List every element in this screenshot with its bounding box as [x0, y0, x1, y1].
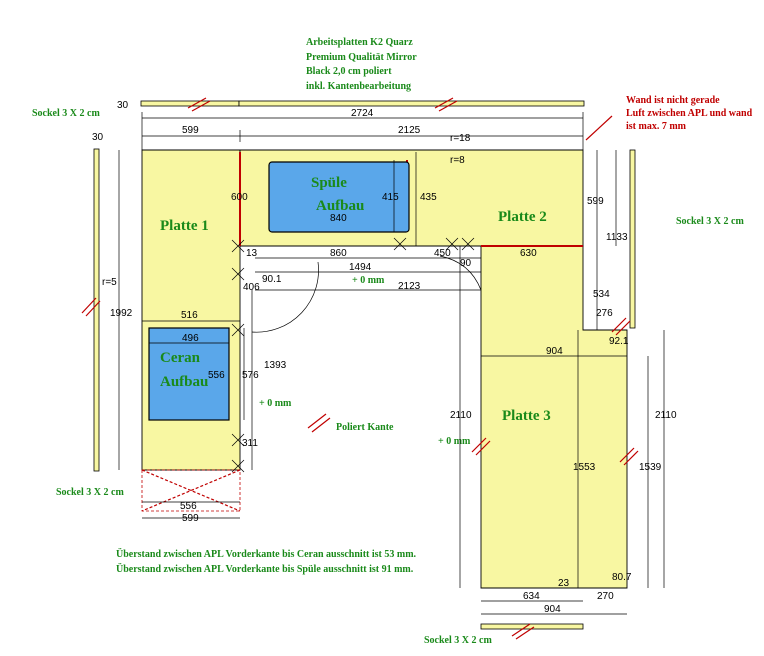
dim-1133: 1133 — [606, 232, 628, 243]
wall-note-line-3: ist max. 7 mm — [626, 121, 687, 132]
hob-label-2: Aufbau — [160, 374, 208, 390]
dim-904-bottom: 904 — [544, 604, 561, 615]
dim-80-7: 80.7 — [612, 572, 632, 583]
plus-zero-note-2: + 0 mm — [352, 275, 385, 286]
plate-2-label: Platte 2 — [498, 209, 547, 225]
sockel-label-top-left: Sockel 3 X 2 cm — [32, 108, 100, 119]
dim-435: 435 — [420, 192, 437, 203]
header-line-2: Premium Qualität Mirror — [306, 52, 417, 63]
wall-note-line-1: Wand ist nicht gerade — [626, 95, 720, 106]
dim-1494: 1494 — [349, 262, 372, 273]
dim-599-top: 599 — [182, 125, 199, 136]
plate-1-label: Platte 1 — [160, 218, 209, 234]
dim-556-horizontal: 556 — [180, 501, 197, 512]
radius-18: r=18 — [450, 133, 471, 144]
radius-5: r=5 — [102, 277, 117, 288]
overhang-note-1: Überstand zwischen APL Vorderkante bis C… — [116, 547, 417, 560]
polished-edge-markers — [81, 97, 639, 640]
dim-406: 406 — [243, 282, 260, 293]
sockel-label-bottom: Sockel 3 X 2 cm — [424, 635, 492, 646]
sockel-label-right: Sockel 3 X 2 cm — [676, 216, 744, 227]
dim-2123: 2123 — [398, 281, 421, 292]
sockel-strip-right — [629, 149, 636, 329]
dim-534: 534 — [593, 289, 610, 300]
dim-556-vertical: 556 — [208, 370, 225, 381]
dim-30-left: 30 — [92, 132, 104, 143]
dim-496: 496 — [182, 333, 199, 344]
dim-630: 630 — [520, 248, 537, 259]
overhang-note-2: Überstand zwischen APL Vorderkante bis S… — [116, 562, 414, 575]
polished-edge-label: Poliert Kante — [336, 422, 394, 433]
plate-3-label: Platte 3 — [502, 408, 551, 424]
dim-90: 90 — [460, 258, 472, 269]
sockel-strip-left — [93, 148, 100, 472]
dim-1992: 1992 — [110, 308, 133, 319]
cut-off-cross-2 — [141, 469, 241, 512]
header-line-4: inkl. Kantenbearbeitung — [306, 81, 411, 92]
dim-23: 23 — [558, 578, 570, 589]
dim-2110-left: 2110 — [450, 410, 472, 421]
corner-arc-right — [439, 255, 482, 291]
dim-2724: 2724 — [351, 108, 374, 119]
wall-note-line-2: Luft zwischen APL und wand — [626, 108, 753, 119]
dim-311: 311 — [242, 438, 258, 449]
header-text: Arbeitsplatten K2 Quarz Premium Qualität… — [306, 37, 417, 92]
sockel-strip-top — [238, 100, 585, 107]
sockel-strip-top-left — [140, 100, 240, 107]
dim-516: 516 — [181, 310, 198, 321]
dim-904-top: 904 — [546, 346, 563, 357]
dim-840: 840 — [330, 213, 347, 224]
plus-zero-note-1: + 0 mm — [259, 398, 292, 409]
dim-1553: 1553 — [573, 462, 596, 473]
dim-13: 13 — [246, 248, 258, 259]
dim-576: 576 — [242, 370, 259, 381]
dim-1393: 1393 — [264, 360, 287, 371]
dim-270: 270 — [597, 591, 614, 602]
dim-415: 415 — [382, 192, 399, 203]
dimension-labels: 30 2724 30 599 2125 r=18 r=8 600 415 435… — [92, 100, 677, 615]
corner-arc-left — [251, 261, 319, 333]
dim-276: 276 — [596, 308, 613, 319]
plate-1-cut-off-area — [141, 469, 241, 512]
header-line-1: Arbeitsplatten K2 Quarz — [306, 37, 413, 48]
plus-zero-note-3: + 0 mm — [438, 436, 471, 447]
dim-599-bottom: 599 — [182, 513, 199, 524]
header-line-3: Black 2,0 cm poliert — [306, 66, 392, 77]
dimension-lines — [118, 112, 665, 615]
sink-label-1: Spüle — [311, 175, 347, 191]
cut-off-cross-1 — [141, 469, 241, 512]
dim-2125: 2125 — [398, 125, 421, 136]
dim-450: 450 — [434, 248, 451, 259]
dim-2110-right: 2110 — [655, 410, 677, 421]
dim-92-1: 92.1 — [609, 336, 629, 347]
dim-634: 634 — [523, 591, 540, 602]
dim-30-top: 30 — [117, 100, 129, 111]
sink-cutout — [268, 161, 410, 233]
radius-8: r=8 — [450, 155, 465, 166]
dim-599-right: 599 — [587, 196, 604, 207]
wall-note: Wand ist nicht gerade Luft zwischen APL … — [626, 95, 753, 132]
dim-1539: 1539 — [639, 462, 662, 473]
dim-600: 600 — [231, 192, 248, 203]
sink-label-2: Aufbau — [316, 198, 364, 214]
sockel-label-bottom-left: Sockel 3 X 2 cm — [56, 487, 124, 498]
dim-90-1: 90.1 — [262, 274, 282, 285]
hob-label-1: Ceran — [160, 350, 201, 366]
dim-860: 860 — [330, 248, 347, 259]
